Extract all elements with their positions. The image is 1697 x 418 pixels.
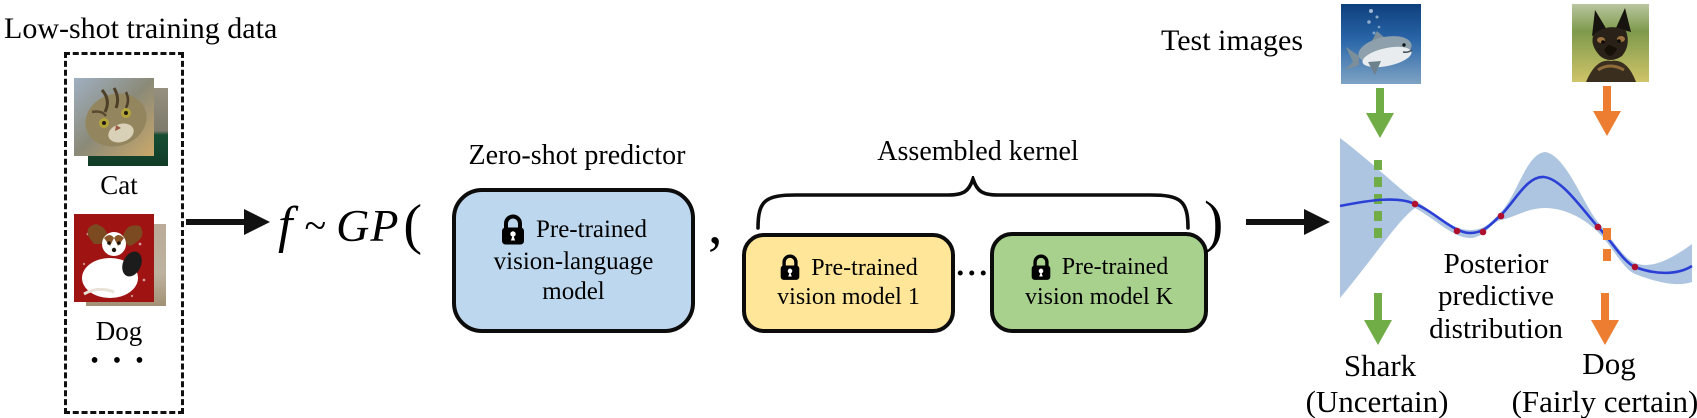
vmk-line-1: Pre-trained (1061, 254, 1169, 281)
formula-comma: , (708, 191, 723, 256)
lock-icon (501, 214, 524, 244)
arrow-right-icon (1246, 209, 1330, 235)
cat-photo (74, 78, 154, 156)
formula-gp-script: GP (336, 199, 400, 251)
dog-label: Dog (95, 316, 143, 346)
training-data-box (64, 52, 184, 414)
posterior-caption-line-2: distribution (1429, 312, 1563, 345)
arrow-down-orange-icon (1591, 293, 1619, 345)
test-images-label: Test images (1160, 24, 1304, 57)
vlm-line-1: Pre-trained (535, 215, 648, 243)
curly-brace-icon (756, 176, 1190, 230)
vm1-line-2: vision model 1 (777, 284, 920, 310)
formula-f: f (278, 196, 293, 254)
vision-model-1-box: Pre-trained vision model 1 (742, 233, 955, 333)
posterior-caption-line-1: Posterior predictive (1438, 248, 1554, 313)
german-shepherd-photo (1572, 4, 1649, 82)
vlm-line-2: vision-language (493, 247, 654, 275)
cat-photo-stack (74, 78, 170, 170)
kernel-ellipsis: ... (955, 239, 990, 285)
vision-language-model-box: Pre-trained vision-language model (452, 188, 695, 333)
prediction-shark-confidence: (Uncertain) (1305, 384, 1449, 418)
dog-photo (74, 214, 154, 302)
posterior-plot (1339, 138, 1693, 298)
lock-icon (1031, 254, 1050, 280)
dog-photo-stack (74, 214, 170, 314)
posterior-caption: Posterior predictive distribution (1396, 248, 1597, 345)
prediction-shark-label: Shark (1343, 348, 1417, 383)
arrow-down-orange-icon (1593, 86, 1621, 136)
prediction-dog-label: Dog (1582, 346, 1636, 381)
data-markers (1411, 200, 1639, 271)
cat-label: Cat (100, 170, 138, 200)
vm1-line-1: Pre-trained (811, 254, 918, 281)
formula-open-paren: ( (403, 194, 423, 256)
shark-photo (1341, 4, 1421, 84)
formula-close-paren: ) (1204, 189, 1224, 254)
lock-icon (780, 254, 800, 281)
arrow-down-green-icon (1366, 88, 1394, 138)
vmk-line-2: vision model K (1025, 283, 1173, 310)
arrow-down-green-icon (1364, 293, 1392, 345)
assembled-kernel-label: Assembled kernel (877, 136, 1079, 167)
zero-shot-predictor-label: Zero-shot predictor (468, 140, 686, 171)
prediction-dog-confidence: (Fairly certain) (1511, 384, 1697, 418)
vision-model-k-box: Pre-trained vision model K (990, 232, 1208, 333)
vlm-line-3: model (542, 278, 605, 305)
formula-tilde: ~ (304, 202, 327, 248)
training-ellipsis: • • • (90, 348, 148, 374)
gp-formula: f ~ GP ( (278, 192, 422, 258)
training-data-title: Low-shot training data (4, 12, 278, 45)
arrow-right-icon (186, 209, 270, 235)
